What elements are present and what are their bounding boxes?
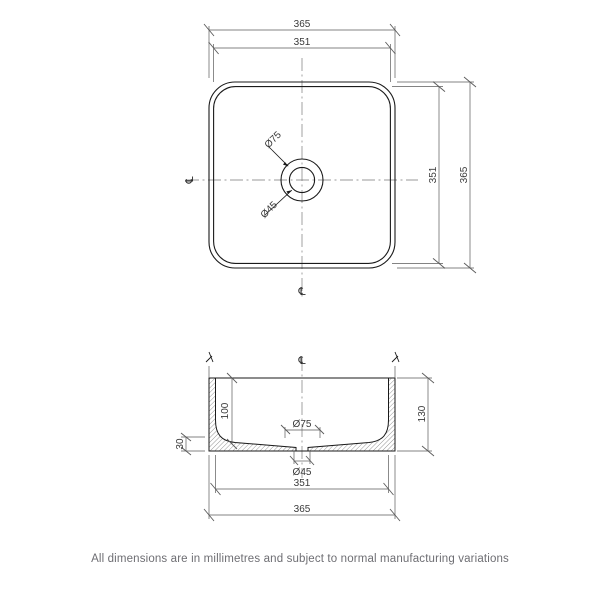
- section-inner-width-label: 351: [294, 478, 311, 489]
- section-overall-height-label: 130: [417, 405, 428, 422]
- footer-note: All dimensions are in millimetres and su…: [91, 553, 509, 565]
- section-extension-lines: [208, 366, 396, 378]
- break-mark-left: [205, 351, 214, 363]
- section-inner-width-dimension: [210, 455, 394, 496]
- section-overall-height-dimension: [397, 372, 435, 457]
- plan-inner-depth-label: 351: [428, 166, 439, 183]
- section-right-wall-hatch: [307, 377, 396, 452]
- plan-overall-depth-dimension: [397, 76, 477, 274]
- section-break-marks: [205, 351, 400, 363]
- section-left-wall-hatch: [208, 377, 297, 452]
- plan-left-centerline-symbol: ℄: [184, 176, 196, 184]
- plan-bottom-centerline-symbol: ℄: [297, 286, 305, 298]
- plan-inner-width-label: 351: [294, 37, 311, 48]
- section-body: [208, 377, 396, 452]
- section-overall-width-label: 365: [294, 504, 311, 515]
- section-view: ℄ 100: [175, 351, 435, 522]
- plan-outer-rim-outline: [208, 81, 396, 269]
- plan-centerlines: [186, 58, 418, 300]
- section-base-thickness-label: 30: [175, 438, 186, 450]
- plan-inner-rim-outline: [213, 86, 391, 264]
- section-bowl-depth-label: 100: [220, 402, 231, 419]
- section-bowl-waste-dimension: [280, 424, 325, 438]
- section-outlet-label: Ø45: [293, 467, 312, 478]
- break-mark-right: [391, 351, 400, 363]
- plan-overall-width-dimension: [203, 23, 401, 78]
- section-bowl-depth-dimension: [226, 372, 238, 450]
- plan-overall-width-label: 365: [294, 19, 311, 30]
- section-outlet-dimension: [289, 451, 315, 466]
- section-overall-width-dimension: [203, 455, 401, 522]
- section-bowl-waste-label: Ø75: [293, 419, 312, 430]
- plan-waste-outer-circle: [280, 158, 324, 202]
- plan-waste-inner-circle: [288, 166, 316, 194]
- section-base-thickness-dimension: [180, 432, 205, 456]
- section-centerline-symbol: ℄: [297, 355, 305, 367]
- plan-inner-depth-dimension: [392, 81, 446, 269]
- plan-inner-width-dimension: [208, 41, 396, 82]
- plan-overall-depth-label: 365: [459, 166, 470, 183]
